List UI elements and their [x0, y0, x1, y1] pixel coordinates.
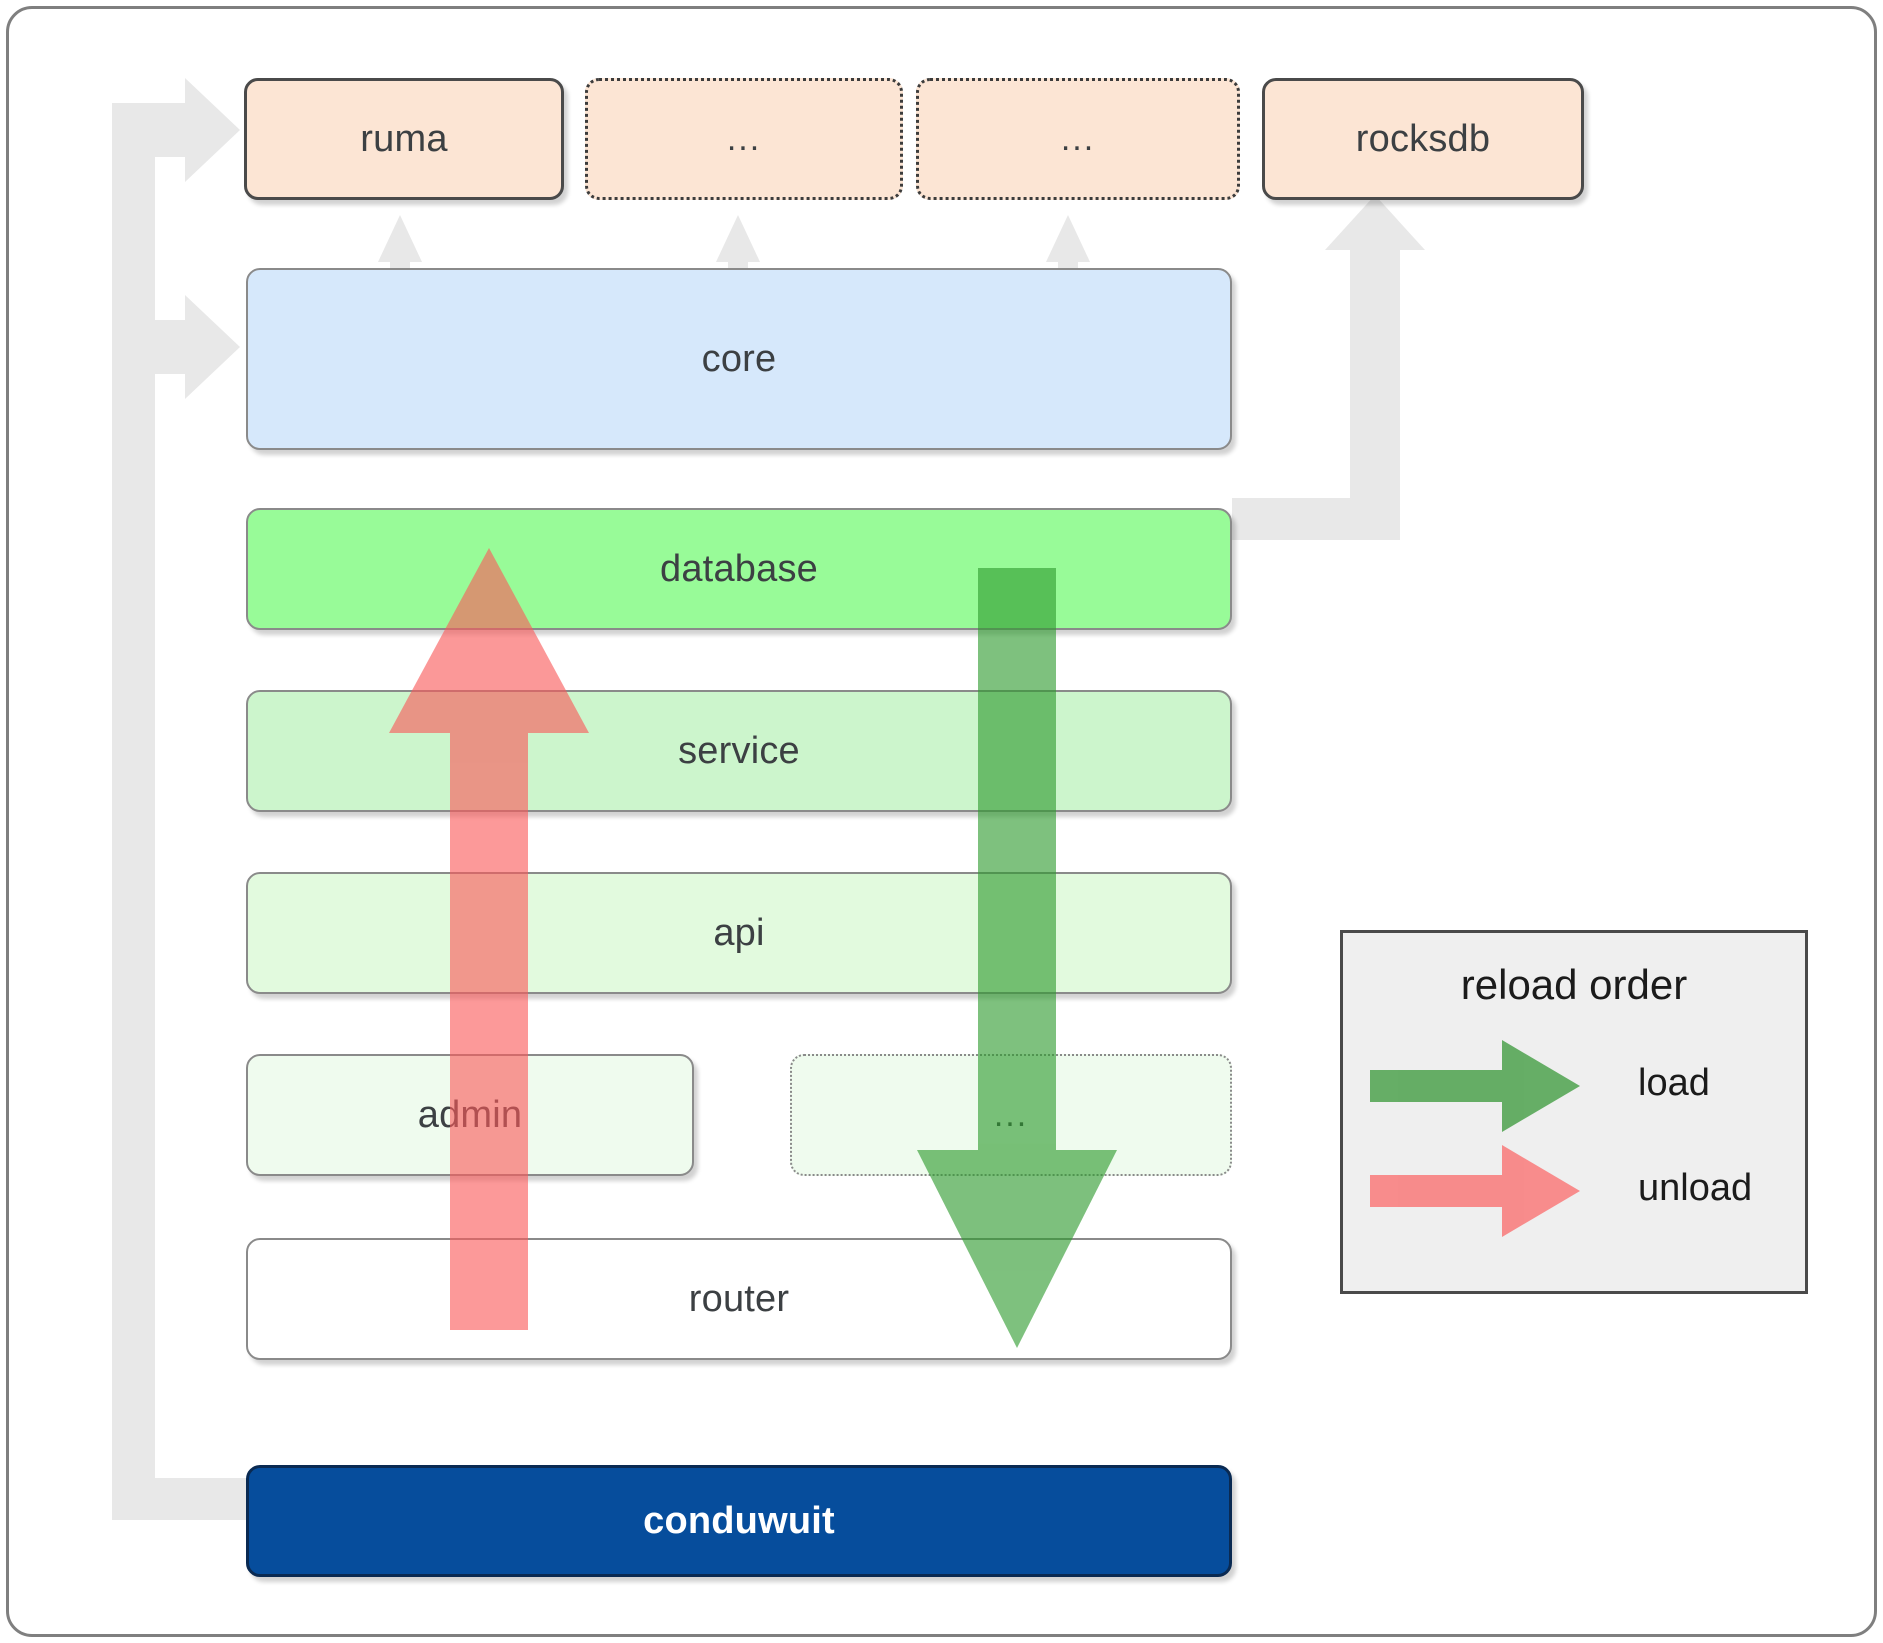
node-ellipsis-1-label: ...	[726, 120, 762, 158]
node-ellipsis-3[interactable]: ...	[790, 1054, 1232, 1176]
node-core[interactable]: core	[246, 268, 1232, 450]
node-conduwuit-label: conduwuit	[643, 1499, 835, 1542]
node-database-label: database	[660, 547, 818, 590]
node-conduwuit[interactable]: conduwuit	[246, 1465, 1232, 1577]
node-ellipsis-2[interactable]: ...	[916, 78, 1240, 200]
node-ruma[interactable]: ruma	[244, 78, 564, 200]
diagram-frame	[6, 6, 1877, 1637]
node-service-label: service	[678, 729, 800, 772]
node-api-label: api	[713, 911, 765, 954]
legend-label-unload: unload	[1638, 1167, 1753, 1209]
node-router-label: router	[688, 1277, 790, 1320]
node-database[interactable]: database	[246, 508, 1232, 630]
node-ruma-label: ruma	[360, 117, 448, 160]
node-ellipsis-2-label: ...	[1060, 120, 1096, 158]
node-core-label: core	[701, 337, 777, 380]
node-ellipsis-1[interactable]: ...	[585, 78, 903, 200]
node-rocksdb[interactable]: rocksdb	[1262, 78, 1584, 200]
node-api[interactable]: api	[246, 872, 1232, 994]
node-admin-label: admin	[417, 1093, 523, 1136]
legend-panel: reload order	[1340, 930, 1808, 1294]
node-admin[interactable]: admin	[246, 1054, 694, 1176]
node-rocksdb-label: rocksdb	[1355, 117, 1491, 160]
legend-label-load: load	[1638, 1062, 1710, 1104]
legend-title: reload order	[1460, 961, 1688, 1008]
node-ellipsis-3-label: ...	[993, 1096, 1029, 1134]
node-service[interactable]: service	[246, 690, 1232, 812]
node-router[interactable]: router	[246, 1238, 1232, 1360]
